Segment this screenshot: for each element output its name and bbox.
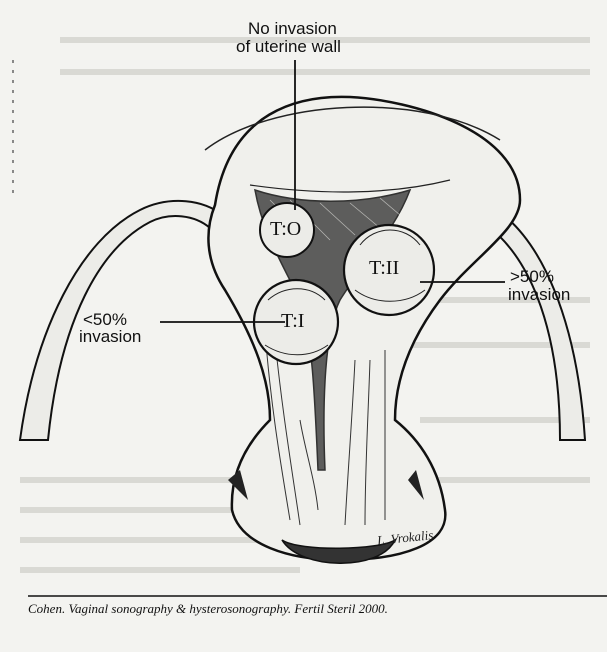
label-no-invasion-line1: No invasion xyxy=(248,20,337,37)
label-less-50-line1: <50% xyxy=(83,311,127,328)
tumor-t1-label: T:I xyxy=(281,310,304,333)
tumor-t0-label: T:O xyxy=(270,218,301,241)
label-less-50-line2: invasion xyxy=(79,328,141,345)
label-more-50-line2: invasion xyxy=(508,286,570,303)
figure-caption: Cohen. Vaginal sonography & hysterosonog… xyxy=(28,601,388,617)
tumor-t2-label: T:II xyxy=(369,257,399,280)
label-no-invasion-line2: of uterine wall xyxy=(236,38,341,55)
label-more-50-line1: >50% xyxy=(510,268,554,285)
